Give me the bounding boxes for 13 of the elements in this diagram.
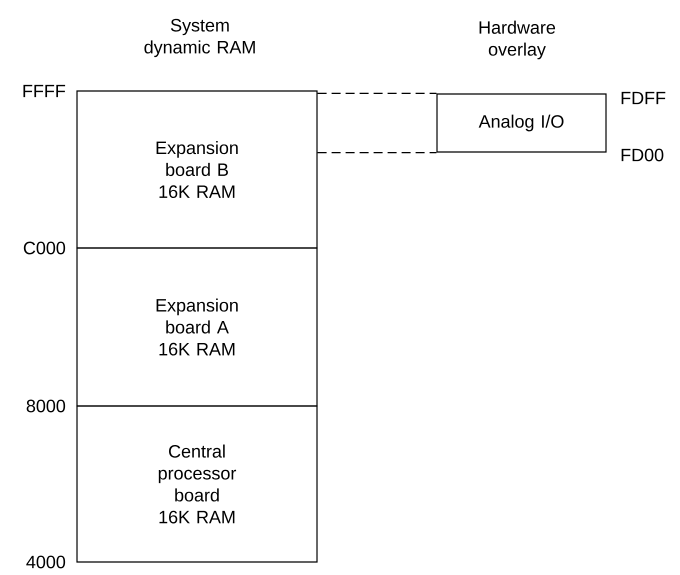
overlay-box: Analog I/O xyxy=(436,93,607,153)
column-heading: Hardware overlay xyxy=(480,20,556,60)
address-label: C000 xyxy=(24,242,66,254)
column-heading: System dynamic RAM xyxy=(144,18,255,58)
dashed-line xyxy=(318,92,436,94)
memory-block: Expansion board A 16K RAM xyxy=(76,247,318,407)
address-label: 8000 xyxy=(26,400,66,412)
address-label: FD00 xyxy=(622,148,664,162)
dashed-line xyxy=(318,152,436,154)
address-label: FFFF xyxy=(23,84,66,98)
address-label: 4000 xyxy=(26,556,66,568)
memory-block: Central processor board 16K RAM xyxy=(76,405,318,563)
memory-block: Expansion board B 16K RAM xyxy=(76,90,318,249)
